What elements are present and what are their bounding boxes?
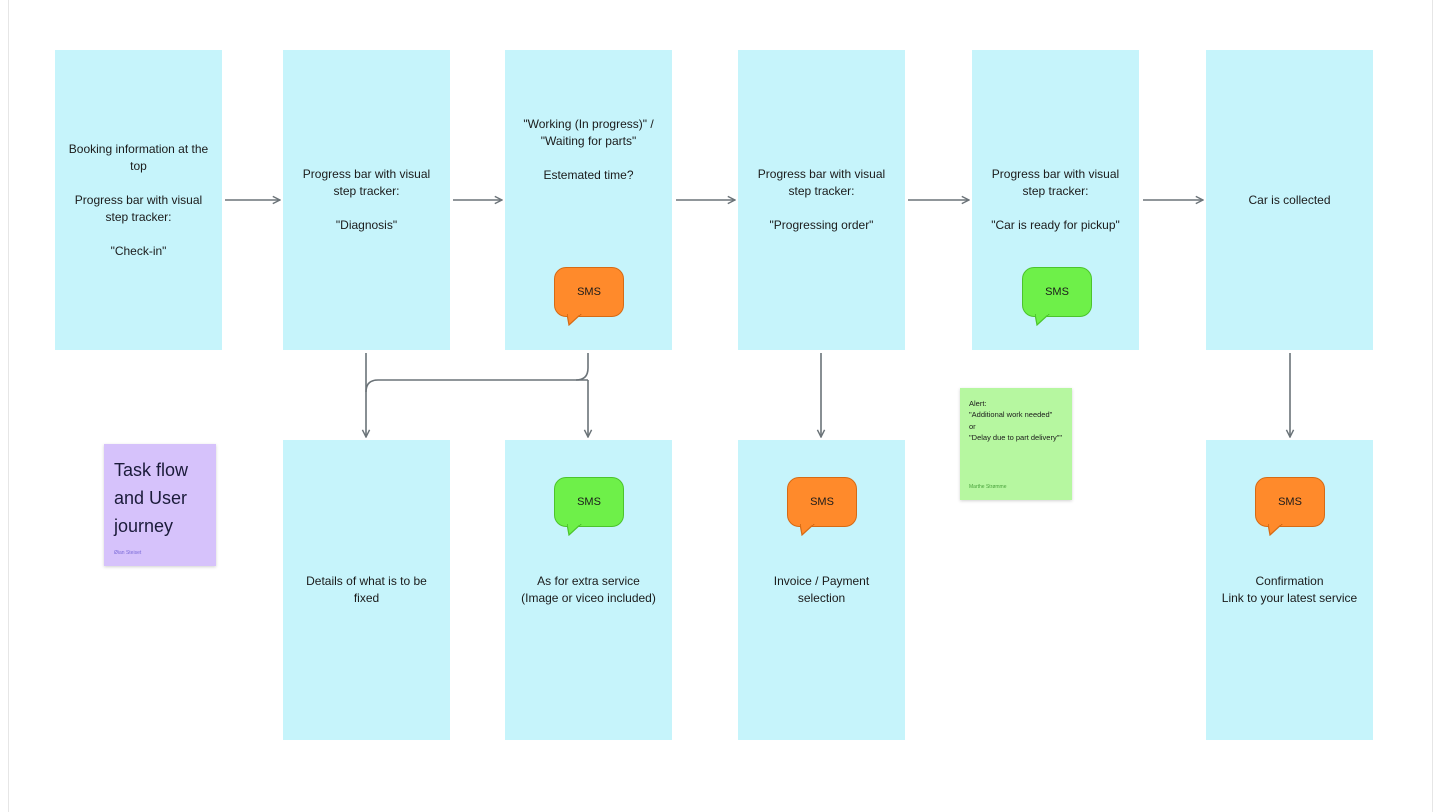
card-ready-text: Progress bar with visual step tracker: "… <box>991 167 1120 232</box>
sticky-author: Øian Steiset <box>114 550 142 556</box>
sticky-alert-text: Alert: "Additional work needed" or "Dela… <box>969 399 1063 442</box>
card-confirmation[interactable]: Confirmation Link to your latest service <box>1206 440 1373 740</box>
speech-bubble-tail-icon <box>567 524 582 536</box>
speech-bubble-tail-icon <box>1268 524 1283 536</box>
sms-label: SMS <box>1045 286 1069 298</box>
sms-bubble-ready: SMS <box>1022 267 1092 326</box>
card-progressing[interactable]: Progress bar with visual step tracker: "… <box>738 50 905 350</box>
whiteboard <box>8 0 1433 812</box>
card-confirmation-text: Confirmation Link to your latest service <box>1221 574 1358 605</box>
card-collected[interactable]: Car is collected <box>1206 50 1373 350</box>
sms-bubble-invoice: SMS <box>787 477 857 536</box>
sms-label: SMS <box>1278 496 1302 508</box>
card-collected-text: Car is collected <box>1248 192 1331 207</box>
sms-label: SMS <box>577 496 601 508</box>
sticky-note-title[interactable]: Task flow and User journey Øian Steiset <box>104 444 216 566</box>
card-checkin-text: Booking information at the top Progress … <box>68 141 209 258</box>
sms-bubble-confirmation: SMS <box>1255 477 1325 536</box>
card-diagnosis[interactable]: Progress bar with visual step tracker: "… <box>283 50 450 350</box>
card-details-text: Details of what is to be fixed <box>306 574 427 605</box>
card-progressing-text: Progress bar with visual step tracker: "… <box>757 167 886 232</box>
sticky-title: Task flow and User journey <box>114 460 189 536</box>
sms-bubble-working: SMS <box>554 267 624 326</box>
card-working-text: "Working (In progress)" / "Waiting for p… <box>523 117 654 182</box>
sticky-note-alert[interactable]: Alert: "Additional work needed" or "Dela… <box>960 388 1072 500</box>
sms-bubble-extra: SMS <box>554 477 624 536</box>
sms-label: SMS <box>577 286 601 298</box>
card-checkin[interactable]: Booking information at the top Progress … <box>55 50 222 350</box>
speech-bubble-tail-icon <box>800 524 815 536</box>
card-invoice[interactable]: Invoice / Payment selection <box>738 440 905 740</box>
speech-bubble-tail-icon <box>1035 314 1050 326</box>
sms-label: SMS <box>810 496 834 508</box>
speech-bubble-tail-icon <box>567 314 582 326</box>
sticky-author: Marthe Strømme <box>969 484 1007 490</box>
card-invoice-text: Invoice / Payment selection <box>773 574 870 605</box>
card-details[interactable]: Details of what is to be fixed <box>283 440 450 740</box>
card-diagnosis-text: Progress bar with visual step tracker: "… <box>302 167 431 232</box>
card-extra-text: As for extra service (Image or viceo inc… <box>521 574 656 605</box>
